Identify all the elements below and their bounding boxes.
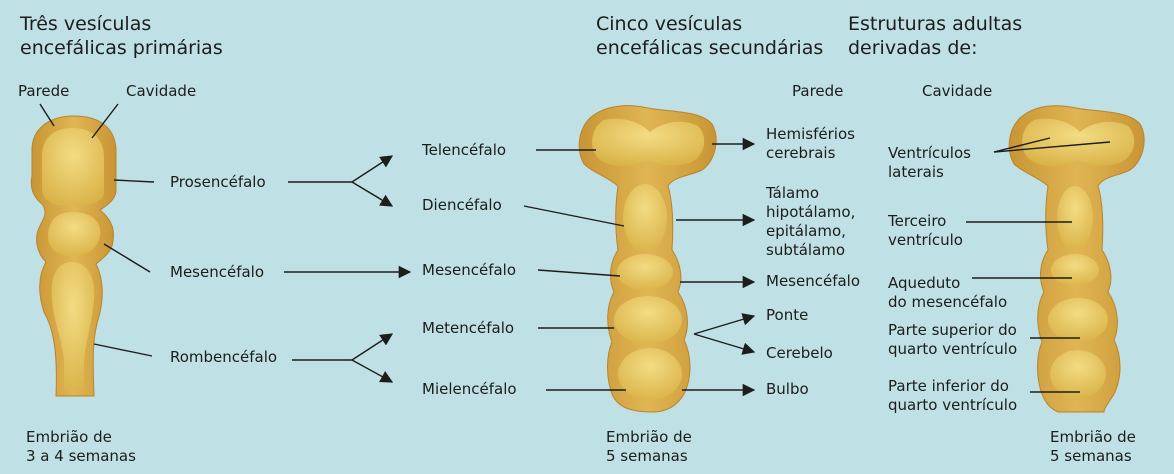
column-header-wall: Parede bbox=[792, 82, 844, 100]
column-header-cavity: Cavidade bbox=[922, 82, 993, 100]
embryo2-cavity-telencephalon bbox=[592, 118, 705, 166]
label-metencephalon: Metencéfalo bbox=[422, 319, 515, 337]
label-mesencephalon-adult: Mesencéfalo bbox=[766, 272, 861, 290]
label-third-ventricle: Terceiro ventrículo bbox=[888, 212, 963, 249]
label-mesencephalon-secondary: Mesencéfalo bbox=[422, 261, 517, 279]
embryo2-cavity-myelencephalon bbox=[618, 348, 682, 400]
label-cerebral-hemispheres: Hemisférios cerebrais bbox=[766, 125, 855, 162]
embryo2-cavity-mesencephalon bbox=[617, 254, 673, 290]
embryo2-cavity-metencephalon bbox=[614, 296, 682, 344]
wall-structure-arrows bbox=[676, 137, 756, 397]
label-upper-fourth-ventricle: Parte superior do quarto ventrículo bbox=[888, 321, 1018, 358]
embryo-3-4-weeks bbox=[30, 115, 117, 397]
embryo1-cavity-midbrain bbox=[48, 212, 101, 256]
embryo-5-weeks-adult bbox=[1008, 105, 1145, 413]
label-pons: Ponte bbox=[766, 306, 809, 324]
flow-arrows bbox=[284, 155, 412, 383]
caption-embryo2: Embrião de 5 semanas bbox=[606, 428, 692, 465]
label-mesencephalon-primary: Mesencéfalo bbox=[170, 263, 265, 281]
label-lateral-ventricles: Ventrículos laterais bbox=[888, 144, 971, 181]
label-wall-embryo1: Parede bbox=[18, 82, 70, 100]
label-cerebellum: Cerebelo bbox=[766, 344, 833, 362]
heading-secondary-vesicles: Cinco vesículas encefálicas secundárias bbox=[596, 13, 824, 59]
label-telencephalon: Telencéfalo bbox=[422, 141, 507, 159]
label-prosencephalon: Prosencéfalo bbox=[170, 173, 266, 191]
label-thalamus-group: Tálamo hipotálamo, epitálamo, subtálamo bbox=[766, 184, 856, 259]
heading-adult-structures: Estruturas adultas derivadas de: bbox=[848, 13, 1023, 59]
label-cerebral-aqueduct: Aqueduto do mesencéfalo bbox=[888, 274, 1008, 311]
embryo3-leader-lines bbox=[966, 137, 1111, 393]
label-cavity-embryo1: Cavidade bbox=[126, 82, 197, 100]
embryo3-cavity-diencephalon bbox=[1057, 186, 1093, 250]
label-myelencephalon: Mielencéfalo bbox=[422, 380, 517, 398]
embryo3-cavity-telencephalon bbox=[1022, 118, 1135, 166]
label-diencephalon: Diencéfalo bbox=[422, 196, 502, 214]
embryo3-cavity-mesencephalon bbox=[1051, 254, 1099, 286]
embryo2-leader-lines bbox=[523, 149, 626, 391]
label-medulla: Bulbo bbox=[766, 380, 809, 398]
heading-primary-vesicles: Três vesículas encefálicas primárias bbox=[20, 13, 223, 59]
embryo3-cavity-metencephalon bbox=[1048, 298, 1108, 342]
embryo1-cavity-forebrain bbox=[42, 128, 104, 206]
caption-embryo3: Embrião de 5 semanas bbox=[1050, 428, 1136, 465]
label-rhombencephalon: Rombencéfalo bbox=[170, 348, 278, 366]
embryo1-leader-lines bbox=[39, 103, 155, 357]
label-lower-fourth-ventricle: Parte inferior do quarto ventrículo bbox=[888, 377, 1018, 414]
embryo1-cavity-hindbrain bbox=[51, 262, 95, 390]
embryo-5-weeks-secondary bbox=[578, 105, 717, 413]
caption-embryo1: Embrião de 3 a 4 semanas bbox=[26, 428, 136, 465]
embryo2-cavity-diencephalon bbox=[623, 184, 667, 252]
embryo3-cavity-myelencephalon bbox=[1050, 350, 1106, 398]
